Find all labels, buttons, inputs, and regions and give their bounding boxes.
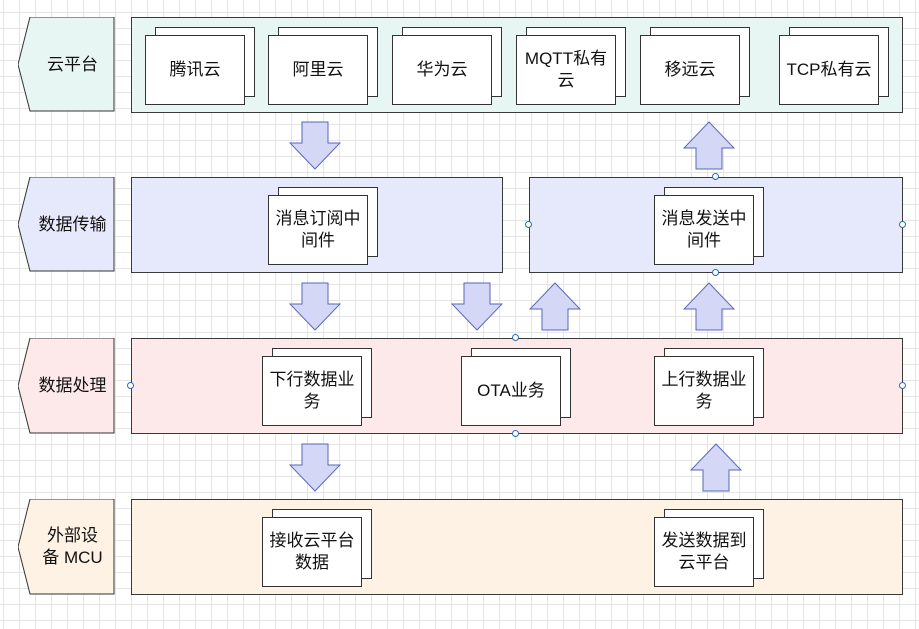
resize-handle[interactable] [712, 269, 719, 276]
arrow-down-subscribe-to-downlink [289, 282, 341, 331]
arrow-down-subscribe-to-ota [451, 282, 503, 331]
arrow-up-uplink-to-publish [683, 282, 735, 331]
resize-handle[interactable] [899, 382, 906, 389]
subscribe-middleware-node[interactable]: 消息订阅中间件 [268, 187, 378, 265]
node-label: 华为云 [392, 35, 492, 105]
uplink-data-node[interactable]: 上行数据业务 [654, 348, 764, 426]
node-label: 发送数据到云平台 [654, 517, 754, 587]
device-band [131, 499, 903, 595]
cloud-node-quectel[interactable]: 移远云 [640, 27, 750, 105]
node-label: 阿里云 [268, 35, 368, 105]
receive-cloud-data-node[interactable]: 接收云平台数据 [262, 509, 372, 587]
resize-handle[interactable] [512, 334, 519, 341]
resize-handle[interactable] [712, 173, 719, 180]
arrow-down-cloud-to-subscribe [289, 121, 341, 170]
layer-label-text: 云平台 [47, 54, 98, 74]
node-label: 消息订阅中间件 [268, 195, 368, 265]
cloud-node-huawei[interactable]: 华为云 [392, 27, 502, 105]
ota-service-node[interactable]: OTA业务 [461, 348, 571, 426]
node-label: 消息发送中间件 [654, 195, 754, 265]
downlink-data-node[interactable]: 下行数据业务 [262, 348, 372, 426]
node-label: 腾讯云 [145, 35, 245, 105]
layer-label-device: 外部设备 MCU [18, 499, 115, 595]
cloud-node-aliyun[interactable]: 阿里云 [268, 27, 378, 105]
arrow-down-downlink-to-device [289, 443, 341, 492]
resize-handle[interactable] [525, 221, 532, 228]
publish-middleware-node[interactable]: 消息发送中间件 [654, 187, 764, 265]
send-to-cloud-node[interactable]: 发送数据到云平台 [654, 509, 764, 587]
cloud-node-tcp-private[interactable]: TCP私有云 [779, 27, 889, 105]
layer-label-processing: 数据处理 [18, 338, 115, 434]
layer-label-transport: 数据传输 [18, 177, 115, 272]
node-label: 接收云平台数据 [262, 517, 362, 587]
arrow-up-ota-to-publish [529, 282, 581, 331]
layer-label-text: 数据传输 [38, 214, 107, 234]
node-label: TCP私有云 [779, 35, 879, 105]
node-label: MQTT私有云 [516, 35, 616, 105]
resize-handle[interactable] [899, 221, 906, 228]
cloud-node-tencent[interactable]: 腾讯云 [145, 27, 255, 105]
resize-handle[interactable] [512, 430, 519, 437]
arrow-up-device-to-uplink [690, 443, 742, 492]
layer-label-text: 外部设备 MCU [42, 526, 103, 567]
resize-handle[interactable] [127, 382, 134, 389]
cloud-node-mqtt-private[interactable]: MQTT私有云 [516, 27, 626, 105]
arrow-up-publish-to-cloud [683, 121, 735, 170]
layer-label-cloud: 云平台 [18, 17, 115, 112]
node-label: 移远云 [640, 35, 740, 105]
node-label: 下行数据业务 [262, 356, 362, 426]
layer-label-text: 数据处理 [38, 376, 107, 395]
node-label: 上行数据业务 [654, 356, 754, 426]
node-label: OTA业务 [461, 356, 561, 426]
